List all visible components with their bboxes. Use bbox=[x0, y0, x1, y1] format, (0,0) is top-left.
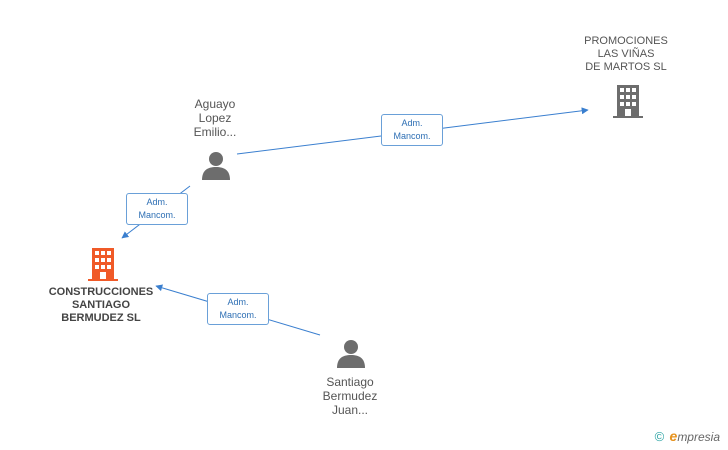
person-icon[interactable] bbox=[337, 340, 365, 368]
person-icon[interactable] bbox=[202, 152, 230, 180]
brand-e: e bbox=[669, 428, 678, 444]
company-label-construcciones[interactable]: CONSTRUCCIONES SANTIAGO BERMUDEZ SL bbox=[48, 286, 154, 324]
company-label-promociones[interactable]: PROMOCIONES LAS VIÑAS DE MARTOS SL bbox=[584, 35, 668, 73]
brand-name: mpresia bbox=[677, 430, 720, 444]
edge-label-santiago-construcciones[interactable]: Adm. Mancom. bbox=[207, 293, 269, 325]
brand-logo: © empresia bbox=[655, 428, 720, 444]
edge-label-aguayo-construcciones[interactable]: Adm. Mancom. bbox=[126, 193, 188, 225]
person-label-santiago[interactable]: Santiago Bermudez Juan... bbox=[322, 375, 378, 417]
copyright-icon: © bbox=[654, 429, 665, 444]
building-icon[interactable] bbox=[88, 248, 118, 281]
person-label-aguayo[interactable]: Aguayo Lopez Emilio... bbox=[193, 97, 237, 139]
edge-label-aguayo-promociones[interactable]: Adm. Mancom. bbox=[381, 114, 443, 146]
building-icon[interactable] bbox=[613, 85, 643, 118]
